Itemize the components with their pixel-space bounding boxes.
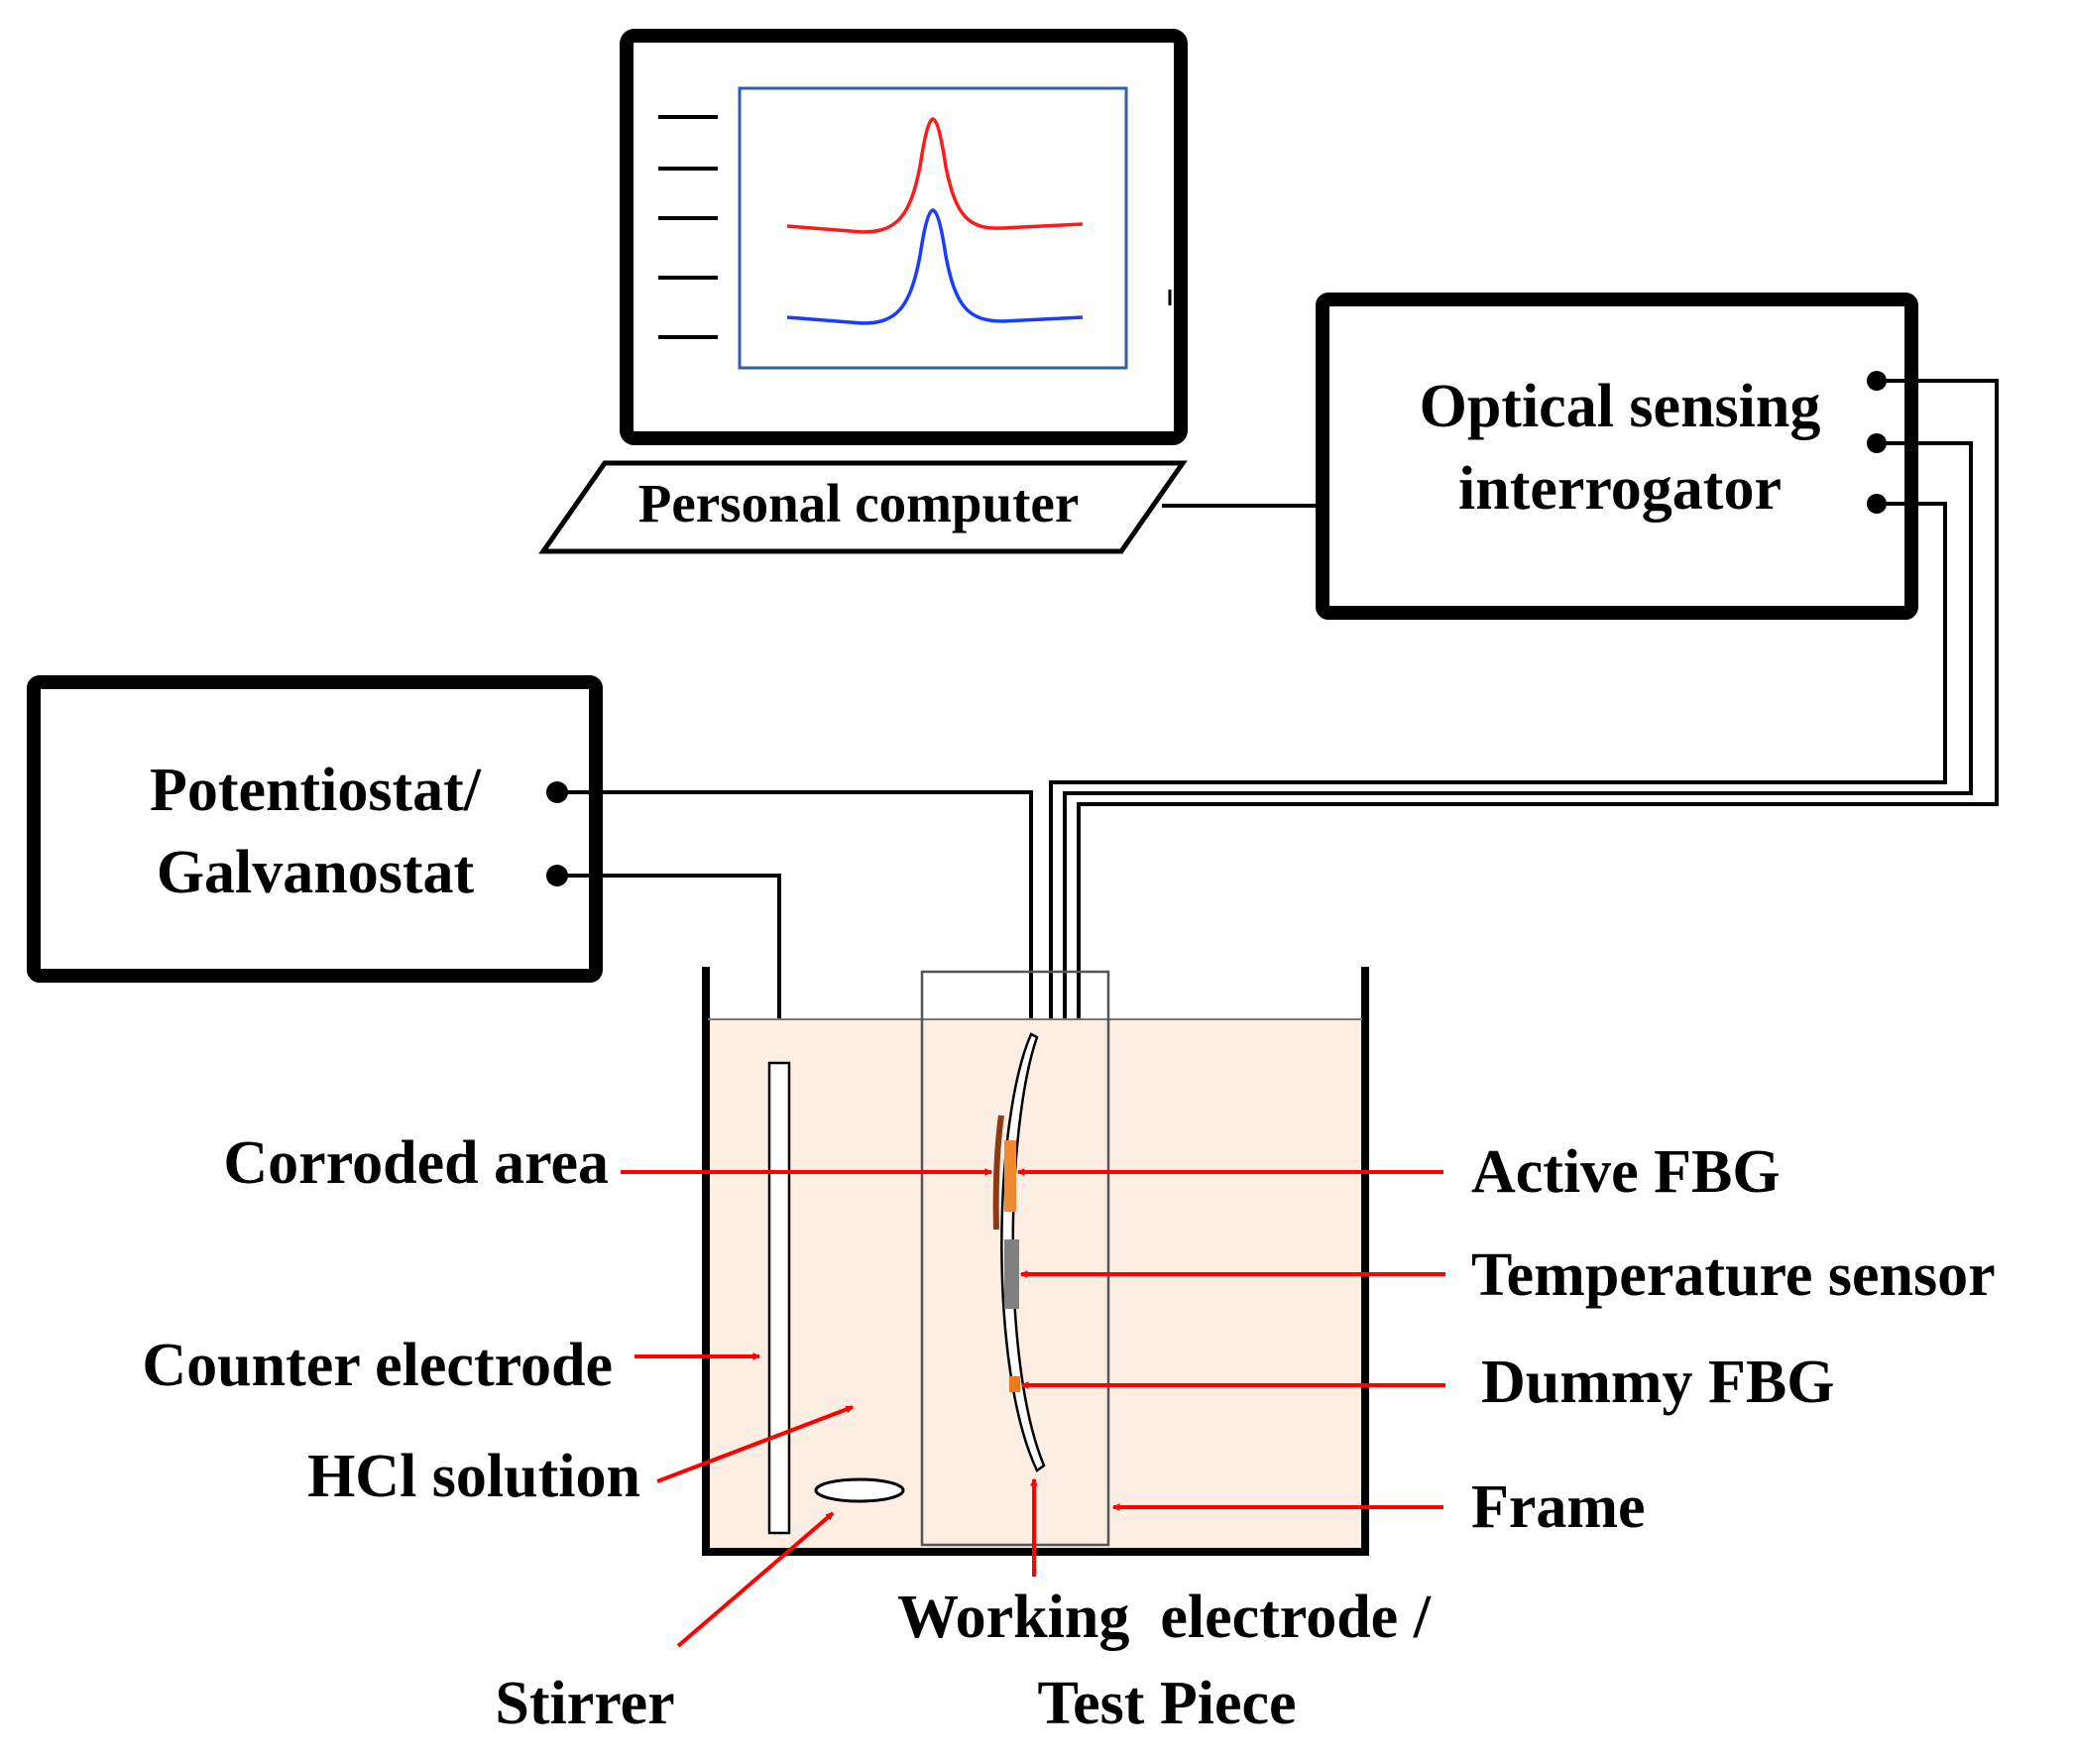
electrochemical-cell — [702, 967, 1369, 1556]
arrow-stirrer — [676, 1511, 835, 1648]
fiber-active-fbg — [1077, 379, 1999, 1385]
counter-electrode-rod — [767, 1061, 791, 1535]
interrogator-label-line2: interrogator — [1458, 455, 1782, 523]
potentiostat-label-line1: Potentiostat/ — [150, 757, 482, 824]
potentiostat-galvanostat: Potentiostat/ Galvanostat — [27, 675, 603, 983]
interrogator-label-line1: Optical sensing — [1420, 373, 1821, 440]
label-working-electrode-line2: Test Piece — [1037, 1670, 1296, 1737]
spectrum-curve-top — [786, 117, 1084, 234]
spectrum-curve-bottom — [786, 208, 1084, 325]
temperature-sensor-element — [1004, 1239, 1019, 1309]
magnetic-stirrer — [814, 1477, 905, 1503]
label-active-fbg: Active FBG — [1471, 1138, 1781, 1206]
active-fbg-sensor — [1004, 1140, 1016, 1212]
label-counter-electrode: Counter electrode — [142, 1332, 613, 1399]
label-dummy-fbg: Dummy FBG — [1481, 1349, 1835, 1416]
potentiostat-box — [27, 675, 603, 983]
optical-sensing-interrogator: Optical sensing interrogator — [1316, 293, 1918, 620]
wire-working-electrode — [557, 790, 1033, 1034]
wire-counter-electrode — [557, 874, 781, 1063]
component-labels: Corroded area Counter electrode HCl solu… — [142, 1129, 1995, 1737]
dummy-fbg-sensor — [1009, 1376, 1020, 1392]
callout-arrows — [621, 1168, 1445, 1648]
electrical-wires — [557, 790, 1033, 1063]
fiber-third — [1049, 502, 1947, 1145]
personal-computer-label: Personal computer — [638, 473, 1080, 533]
label-temperature-sensor: Temperature sensor — [1471, 1241, 1996, 1309]
interrogator-box — [1316, 293, 1918, 620]
potentiostat-label-line2: Galvanostat — [157, 839, 475, 906]
arrow-hcl-solution — [656, 1405, 855, 1483]
computer-keyboard-base — [538, 460, 1188, 554]
personal-computer: Personal computer — [538, 29, 1188, 554]
label-frame: Frame — [1471, 1473, 1646, 1541]
label-corroded-area: Corroded area — [223, 1129, 609, 1197]
specimen-frame — [920, 970, 1110, 1547]
label-hcl-solution: HCl solution — [307, 1443, 640, 1510]
hcl-solution-fill — [708, 1019, 1362, 1550]
corroded-area — [992, 1115, 1004, 1231]
screen-tick-marks — [658, 115, 718, 339]
label-stirrer: Stirrer — [495, 1670, 674, 1737]
label-working-electrode-line1: Working electrode / — [897, 1584, 1432, 1651]
